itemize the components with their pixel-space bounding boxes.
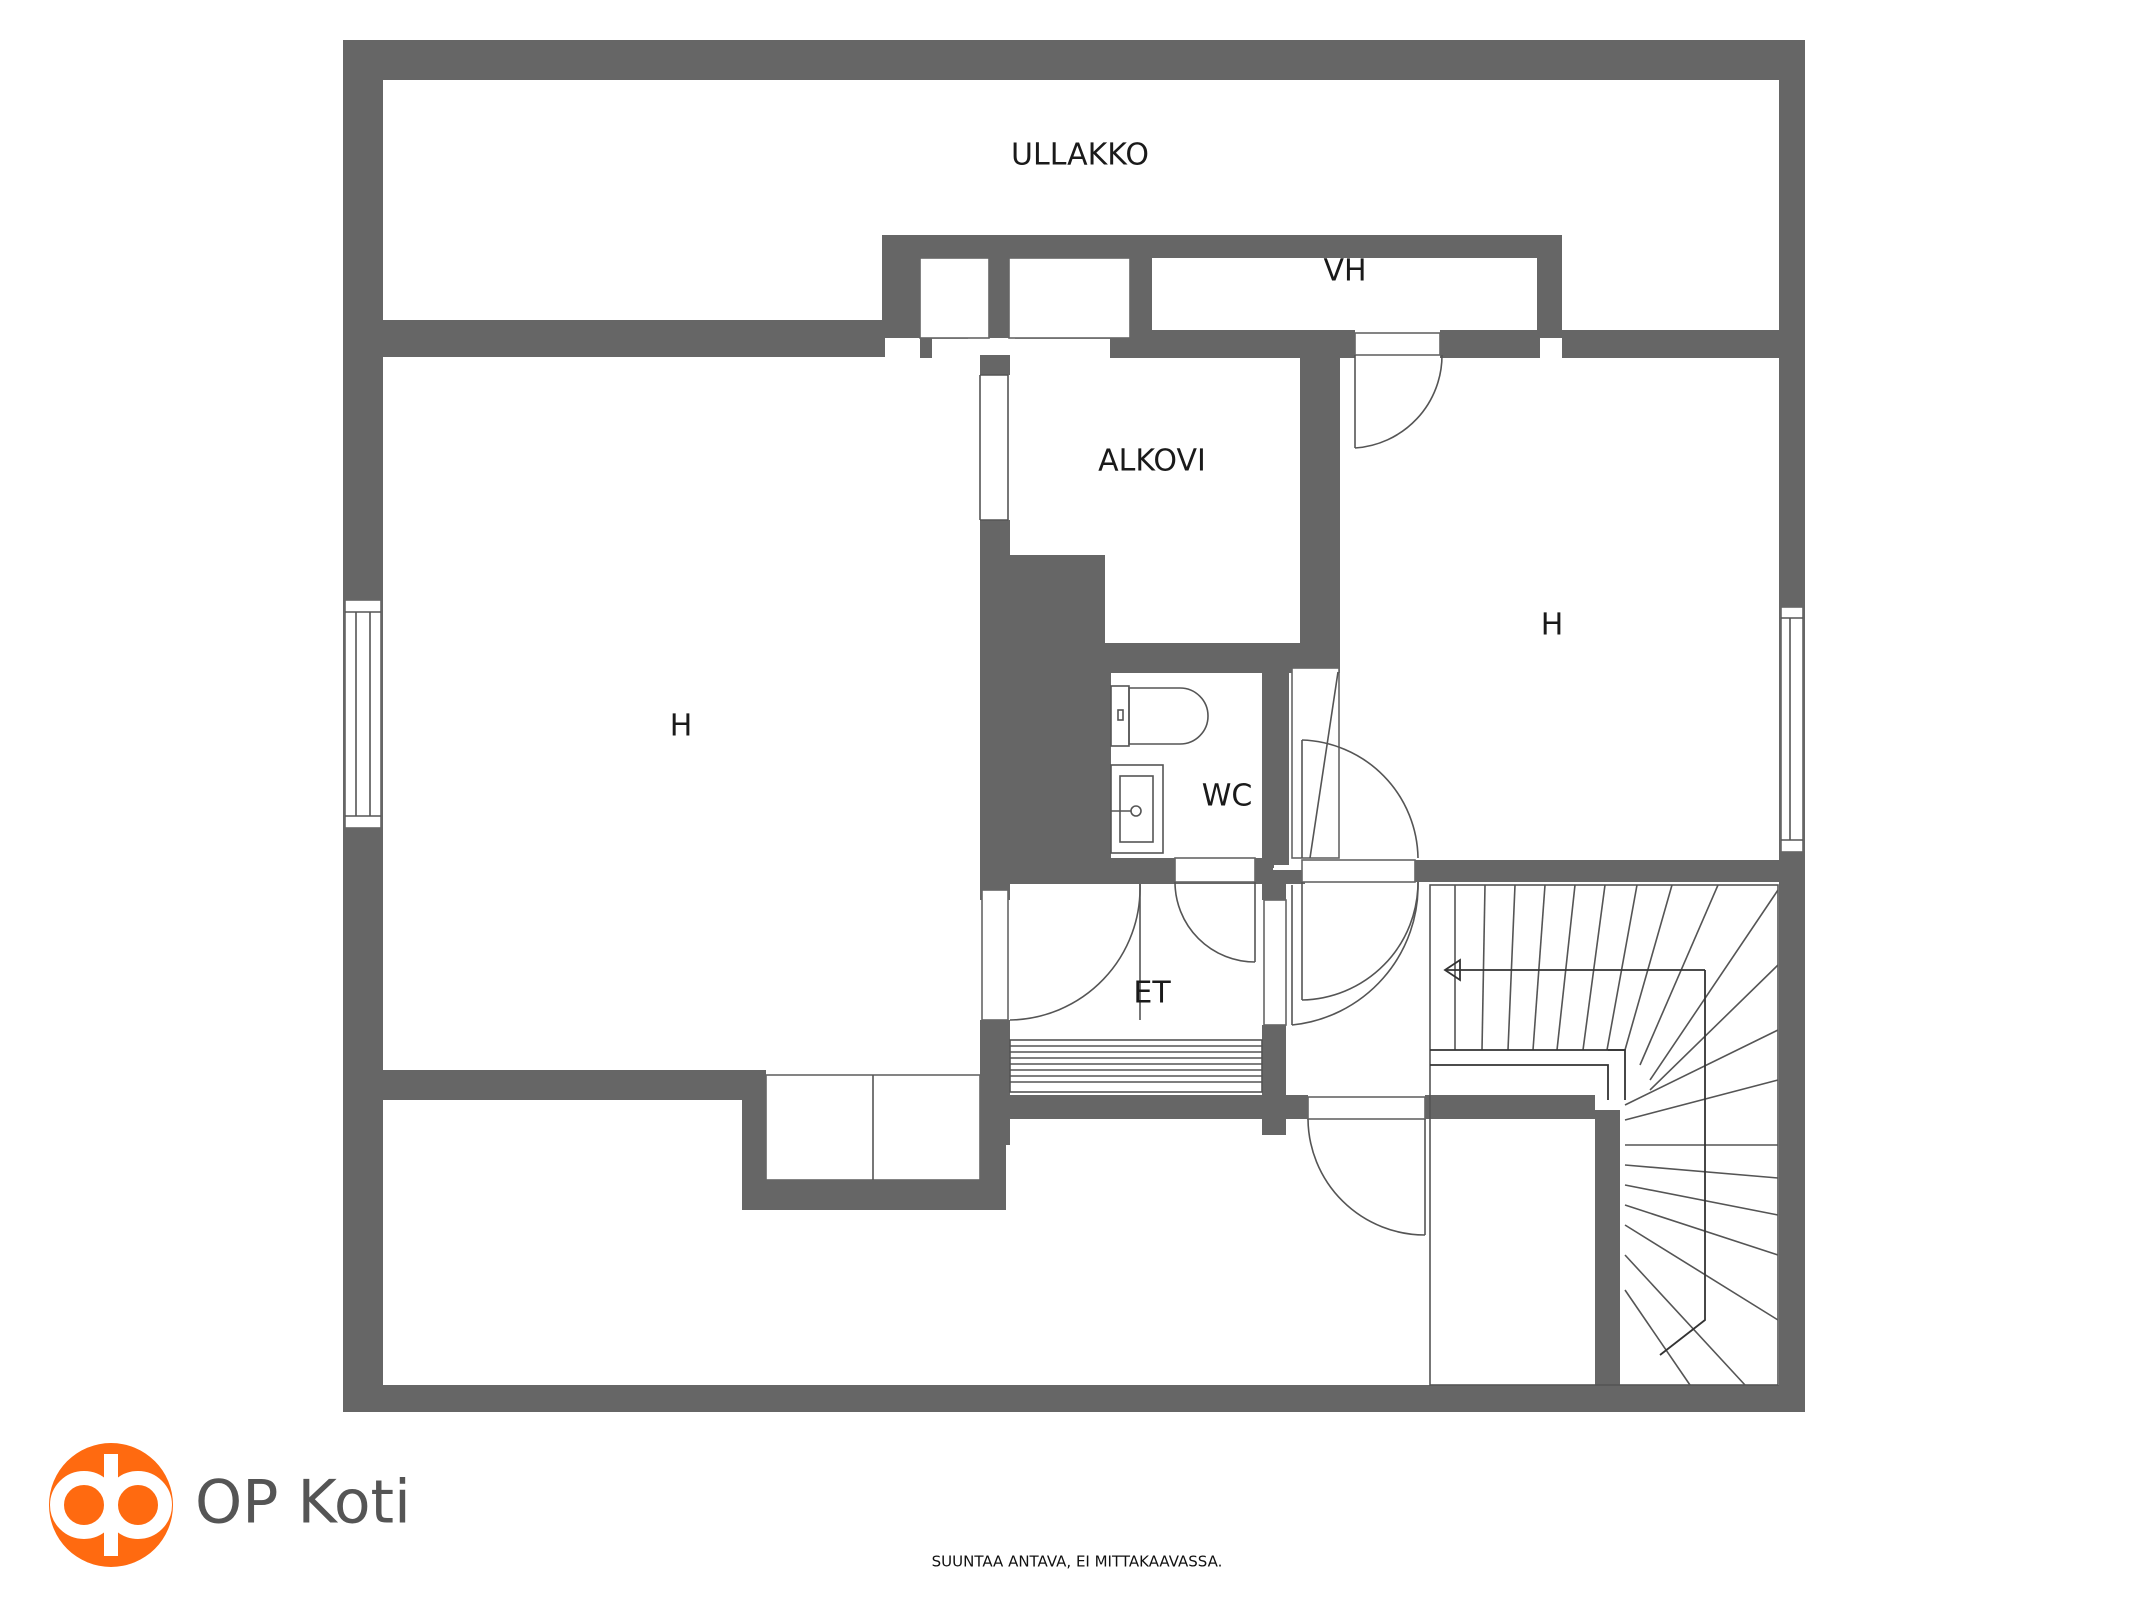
brand-logo: OP Koti — [49, 1443, 411, 1567]
doors — [765, 257, 1443, 1236]
room-label-ullakko: ULLAKKO — [1011, 138, 1149, 173]
brand-name: OP Koti — [195, 1468, 411, 1538]
room-label-vh: VH — [1323, 254, 1366, 289]
room-label-alkovi: ALKOVI — [1098, 444, 1206, 479]
room-label-wc: WC — [1202, 779, 1253, 814]
room-label-h-right: H — [1541, 608, 1564, 643]
staircase — [1429, 884, 1779, 1386]
shoe-rack-icon — [1009, 1039, 1263, 1093]
disclaimer-note: SUUNTAA ANTAVA, EI MITTAKAAVASSA. — [932, 1553, 1223, 1571]
room-labels: ULLAKKO VH ALKOVI H H WC ET — [670, 138, 1564, 1011]
walls — [343, 40, 1805, 1412]
sink-icon — [1110, 764, 1164, 854]
toilet-icon — [1110, 685, 1209, 747]
room-label-h-left: H — [670, 709, 693, 744]
fixtures — [1009, 685, 1263, 1093]
room-label-et: ET — [1133, 976, 1171, 1011]
windows — [344, 337, 1804, 853]
op-logo-icon — [49, 1443, 173, 1567]
